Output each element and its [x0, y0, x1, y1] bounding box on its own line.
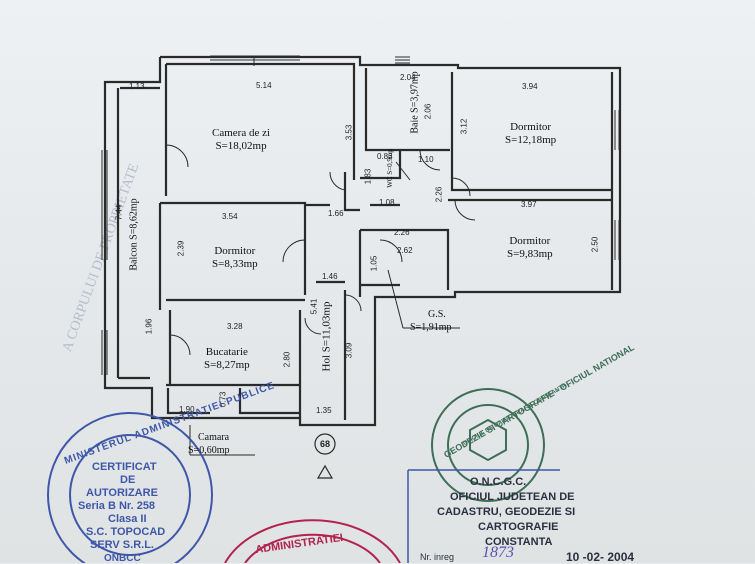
- dimension: 1.08: [379, 198, 395, 207]
- room-area: S=9,83mp: [507, 248, 553, 260]
- dimension: 2.62: [397, 246, 413, 255]
- dimension: 1.46: [322, 272, 338, 281]
- room-camera-de-zi: Camera de zi S=18,02mp: [212, 127, 270, 153]
- dimension: 2.50: [590, 236, 600, 253]
- room-camara: Camara S=0,60mp: [188, 431, 229, 457]
- room-name: Camera de zi: [212, 127, 271, 139]
- room-dormitor-1: Dormitor S=12,18mp: [505, 121, 556, 147]
- dimension: 2.39: [176, 240, 186, 257]
- room-name: G.S.: [428, 309, 446, 320]
- dimension: 3.09: [344, 342, 354, 359]
- stamp-line: CADASTRU, GEODEZIE SI: [437, 506, 576, 518]
- room-name: Dormitor: [214, 245, 256, 257]
- dimension: 2.06: [423, 103, 433, 120]
- dimension: 1.35: [316, 406, 332, 415]
- dimension: 3.12: [459, 118, 469, 135]
- room-area: S=0,60mp: [188, 445, 230, 456]
- room-area: S=11,03mp: [320, 301, 333, 353]
- dimension: 3.54: [222, 212, 238, 221]
- room-bucatarie: Bucatarie S=8,27mp: [204, 346, 250, 372]
- dimension: 1.66: [328, 209, 344, 218]
- dimension: 1.10: [418, 155, 434, 164]
- stamp-line: S.C. TOPOCAD: [86, 526, 166, 538]
- dimension: 3.97: [521, 200, 537, 209]
- stamp-line: CERTIFICAT: [92, 461, 157, 473]
- dimension: 1.83: [363, 168, 373, 185]
- dimension: 1.05: [369, 255, 379, 272]
- room-area: S=8,33mp: [212, 258, 258, 270]
- dimension: 3.53: [344, 124, 354, 141]
- dimension: 2.26: [434, 186, 444, 203]
- room-area: S=8,27mp: [204, 359, 250, 371]
- room-name: Bucatarie: [205, 346, 248, 358]
- room-gs: G.S. S=1,91mp: [410, 308, 451, 334]
- dimension: 1.13: [129, 82, 145, 91]
- stamp-line: CARTOGRAFIE: [478, 521, 559, 533]
- plan-marker: 68: [320, 439, 331, 449]
- stamp-line: SERV S.R.L.: [90, 539, 154, 551]
- dimension: 1.96: [144, 318, 154, 335]
- stamp-line: OFICIUL JUDETEAN DE: [450, 491, 575, 503]
- dimension: 5.14: [256, 81, 272, 90]
- dimension: 7.44: [114, 204, 124, 221]
- dimension: 0.83: [377, 152, 393, 161]
- stamp-line: O.N.C.G.C.: [470, 476, 527, 488]
- registration-label: Nr. inreg: [420, 552, 455, 562]
- stamp-line: ONBCC: [104, 553, 141, 564]
- stamp-line: CONSTANTA: [485, 536, 553, 548]
- dimension: 1.90: [179, 405, 195, 414]
- stamp-line: AUTORIZARE: [86, 487, 158, 499]
- room-name: Baie: [409, 115, 421, 134]
- room-name: Camara: [198, 432, 230, 443]
- room-dormitor-3: Dormitor S=8,33mp: [212, 245, 258, 271]
- stamp-line: Seria B Nr. 258: [78, 500, 156, 512]
- dimension: 5.41: [309, 298, 319, 315]
- stamp-line: Clasa II: [108, 513, 147, 525]
- dimension: 2.04: [400, 73, 416, 82]
- dimension: 2.80: [282, 351, 292, 368]
- room-hol: Hol S=11,03mp: [320, 302, 333, 372]
- room-name: Dormitor: [510, 121, 552, 133]
- registration-date: 10 -02- 2004: [566, 550, 635, 564]
- room-area: S=8,62mp: [128, 198, 140, 240]
- room-area: S=1,91mp: [410, 322, 452, 333]
- room-name: Balcon: [128, 242, 140, 271]
- room-name: WC: [385, 176, 394, 188]
- dimension: 2.26: [394, 228, 410, 237]
- dimension: 3.28: [227, 322, 243, 331]
- room-name: Hol: [320, 354, 333, 372]
- room-balcon: Balcon S=8,62mp: [128, 198, 141, 270]
- room-name: Dormitor: [509, 235, 551, 247]
- room-area: S=18,02mp: [215, 140, 267, 152]
- registration-number: 1873: [482, 544, 514, 561]
- dimension: 3.94: [522, 82, 538, 91]
- room-area: S=12,18mp: [505, 134, 557, 146]
- stamp-line: DE: [120, 474, 136, 486]
- room-dormitor-2: Dormitor S=9,83mp: [507, 235, 553, 261]
